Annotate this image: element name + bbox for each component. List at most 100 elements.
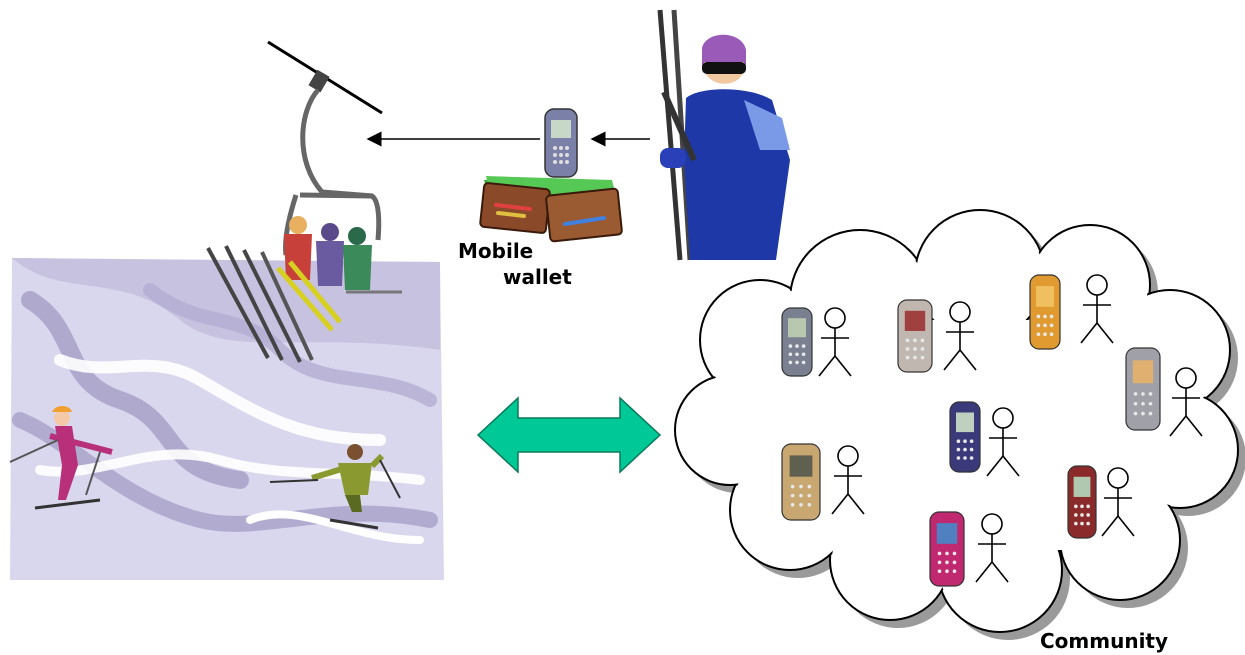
phone-key — [1043, 332, 1047, 337]
phone-screen — [1132, 360, 1154, 384]
phone-key — [952, 551, 957, 556]
phone-key — [807, 503, 812, 507]
phone-key — [937, 560, 942, 565]
phone-screen — [904, 310, 926, 331]
phone-key — [1141, 401, 1145, 406]
phone-key — [920, 347, 925, 351]
phone-key — [1133, 401, 1138, 406]
phone-key — [905, 355, 910, 360]
phone-key — [801, 344, 806, 348]
stick-figure-icon — [818, 307, 852, 377]
phone-key — [937, 551, 942, 556]
phone-key — [945, 569, 949, 573]
wallet-phone-icon — [544, 108, 578, 178]
phone-key — [1036, 323, 1041, 328]
phone-key — [795, 360, 799, 365]
mobile-label: Mobile — [458, 239, 533, 263]
community-member — [781, 307, 852, 377]
phone-key — [963, 447, 967, 452]
phone-key — [807, 493, 812, 498]
skier-person-illustration — [657, 9, 790, 261]
phone-key — [1141, 411, 1145, 416]
phone-key — [790, 503, 795, 507]
phone-key — [801, 360, 806, 365]
phone-key — [795, 344, 799, 348]
phone-key — [788, 344, 793, 348]
phone-key — [1036, 332, 1041, 337]
stick-figure-icon — [1080, 274, 1114, 344]
phone-key — [788, 352, 793, 357]
phone-key — [807, 484, 812, 489]
mobile-wallet-illustration — [479, 108, 623, 243]
phone-key — [969, 447, 974, 452]
phone-screen — [956, 412, 974, 433]
phone-key — [1049, 332, 1054, 337]
phone-screen — [789, 455, 813, 477]
phone-key — [963, 439, 967, 444]
phone-key — [799, 503, 803, 507]
phone-key — [1074, 504, 1078, 509]
phone-key — [913, 338, 917, 343]
ski-slope-illustration — [9, 258, 444, 580]
phone-key — [913, 347, 917, 351]
stick-figure-icon — [943, 301, 977, 371]
community-member — [1125, 347, 1203, 437]
wallet-label: wallet — [503, 265, 572, 289]
phone-key — [913, 355, 917, 360]
community-member — [897, 299, 977, 373]
bidirectional-arrow — [476, 396, 662, 474]
phone-key — [963, 456, 967, 460]
phone-key — [801, 352, 806, 357]
stick-figure-icon — [831, 445, 865, 515]
phone-key — [1080, 521, 1084, 526]
phone-key — [1043, 314, 1047, 319]
stick-figure-icon — [975, 513, 1009, 583]
phone-screen — [1036, 286, 1054, 307]
phone-key — [905, 338, 910, 343]
stick-figure-icon — [986, 407, 1020, 477]
stick-figure-icon — [1101, 467, 1135, 537]
phone-key — [799, 484, 803, 489]
phone-key — [905, 347, 910, 351]
phone-key — [1036, 314, 1041, 319]
phone-key — [956, 456, 961, 460]
phone-key — [1141, 392, 1145, 396]
pink-skier-figure — [9, 406, 113, 510]
phone-key — [790, 484, 795, 489]
phone-key — [795, 352, 799, 357]
phone-key — [1086, 504, 1090, 509]
phone-key — [1148, 401, 1153, 406]
phone-key — [1074, 521, 1078, 526]
phone-screen — [788, 318, 806, 338]
phone-key — [969, 439, 974, 444]
community-member — [929, 511, 1009, 587]
phone-key — [956, 447, 961, 452]
phone-key — [969, 456, 974, 460]
phone-key — [1080, 504, 1084, 509]
phone-key — [1043, 323, 1047, 328]
phone-key — [1133, 392, 1138, 396]
phone-key — [799, 493, 803, 498]
community-member — [1029, 274, 1114, 350]
phone-key — [952, 569, 957, 573]
phone-key — [937, 569, 942, 573]
phone-key — [1049, 314, 1054, 319]
phone-key — [920, 355, 925, 360]
phone-key — [920, 338, 925, 343]
phone-screen — [1073, 476, 1091, 497]
phone-key — [1148, 411, 1153, 416]
community-label: Community — [1040, 629, 1168, 653]
phone-key — [956, 439, 961, 444]
phone-key — [1086, 513, 1090, 517]
phone-key — [1049, 323, 1054, 328]
phone-key — [790, 493, 795, 498]
phone-key — [1133, 411, 1138, 416]
stick-figure-icon — [1169, 367, 1203, 437]
phone-key — [1074, 513, 1078, 517]
phone-key — [788, 360, 793, 365]
phone-key — [945, 551, 949, 556]
community-member — [949, 401, 1020, 477]
community-member — [1067, 465, 1135, 539]
community-member — [781, 443, 865, 521]
